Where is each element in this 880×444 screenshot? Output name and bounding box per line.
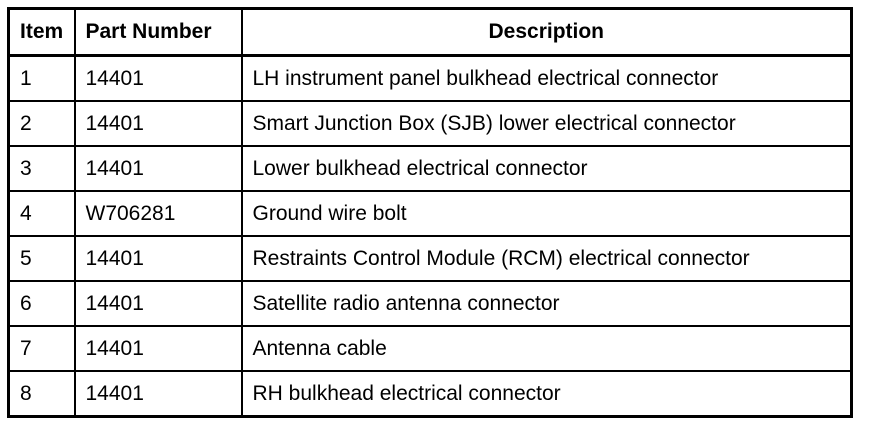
table-header: Item Part Number Description [8, 8, 852, 57]
table-row: 2 14401 Smart Junction Box (SJB) lower e… [8, 100, 852, 147]
table-row: 8 14401 RH bulkhead electrical connector [8, 370, 852, 417]
cell-item: 5 [8, 235, 76, 282]
cell-item: 4 [8, 190, 76, 237]
cell-part-number: 14401 [73, 100, 243, 147]
cell-part-number: 14401 [73, 54, 243, 102]
cell-item: 1 [8, 54, 76, 102]
cell-item: 7 [8, 325, 76, 372]
cell-item: 3 [8, 145, 76, 192]
table-row: 6 14401 Satellite radio antenna connecto… [8, 280, 852, 327]
cell-part-number: 14401 [73, 235, 243, 282]
parts-legend-table: Item Part Number Description 1 14401 LH … [7, 7, 853, 418]
cell-description: LH instrument panel bulkhead electrical … [240, 54, 852, 102]
cell-description: Smart Junction Box (SJB) lower electrica… [240, 100, 852, 147]
cell-part-number: 14401 [73, 145, 243, 192]
cell-item: 8 [8, 370, 76, 417]
table-row: 3 14401 Lower bulkhead electrical connec… [8, 145, 852, 192]
cell-part-number: 14401 [73, 325, 243, 372]
cell-description: Restraints Control Module (RCM) electric… [240, 235, 852, 282]
cell-description: Ground wire bolt [240, 190, 852, 237]
cell-description: Lower bulkhead electrical connector [240, 145, 852, 192]
cell-item: 2 [8, 100, 76, 147]
column-header-description: Description [240, 8, 852, 57]
cell-description: Antenna cable [240, 325, 852, 372]
table-body: 1 14401 LH instrument panel bulkhead ele… [8, 54, 852, 417]
cell-part-number: 14401 [73, 370, 243, 417]
table-row: 7 14401 Antenna cable [8, 325, 852, 372]
column-header-part-number: Part Number [73, 8, 243, 57]
cell-part-number: 14401 [73, 280, 243, 327]
table-row: 5 14401 Restraints Control Module (RCM) … [8, 235, 852, 282]
cell-part-number: W706281 [73, 190, 243, 237]
cell-description: Satellite radio antenna connector [240, 280, 852, 327]
cell-item: 6 [8, 280, 76, 327]
table-row: 1 14401 LH instrument panel bulkhead ele… [8, 54, 852, 102]
cell-description: RH bulkhead electrical connector [240, 370, 852, 417]
table-row: 4 W706281 Ground wire bolt [8, 190, 852, 237]
header-row: Item Part Number Description [8, 8, 852, 57]
column-header-item: Item [8, 8, 76, 57]
